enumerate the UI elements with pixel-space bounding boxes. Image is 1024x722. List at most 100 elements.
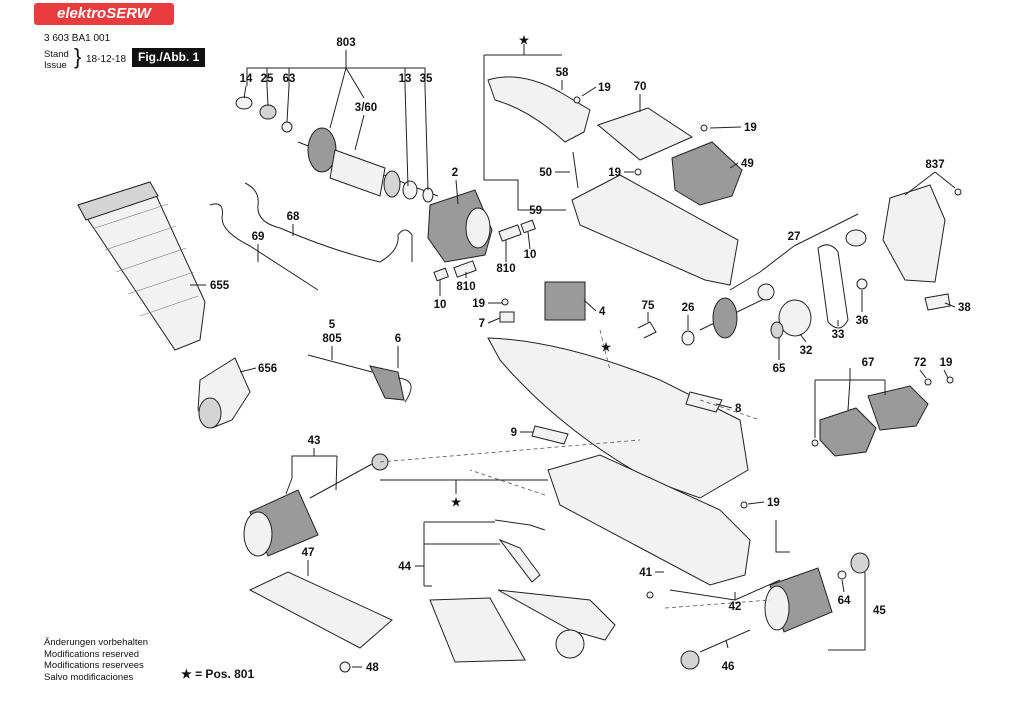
spring-44 bbox=[494, 519, 546, 531]
washer-46 bbox=[680, 650, 700, 670]
callout-655: 655 bbox=[210, 280, 230, 292]
screw-19c bbox=[634, 168, 642, 176]
nose-67-b bbox=[867, 385, 929, 431]
belt-33 bbox=[817, 244, 849, 329]
washer-26 bbox=[757, 283, 775, 301]
callout-2: 2 bbox=[452, 167, 458, 179]
callout-19-e: 19 bbox=[940, 357, 953, 369]
screw-19a bbox=[573, 96, 581, 104]
dust-box-655 bbox=[77, 181, 206, 351]
pulley-32 bbox=[778, 299, 812, 337]
brush-holder-10-lower bbox=[433, 267, 449, 282]
callout-6: 6 bbox=[395, 333, 401, 345]
callout-68: 68 bbox=[287, 211, 300, 223]
callout-46: 46 bbox=[722, 661, 735, 673]
callout-star-mid: ★ bbox=[601, 341, 612, 354]
gear-26 bbox=[712, 297, 738, 339]
callout-35: 35 bbox=[420, 73, 433, 85]
brush-810-lower bbox=[453, 260, 477, 278]
cover-70 bbox=[596, 107, 694, 161]
logo-watermark: elektroSERW bbox=[34, 3, 174, 25]
callout-67: 67 bbox=[862, 357, 875, 369]
callout-45: 45 bbox=[873, 605, 886, 617]
document-number: 3 603 BA1 001 bbox=[44, 33, 111, 44]
stator-2 bbox=[427, 189, 493, 263]
callout-19-a: 19 bbox=[598, 82, 611, 94]
ring-25 bbox=[259, 104, 277, 120]
callout-656: 656 bbox=[258, 363, 277, 375]
spring-75 bbox=[637, 321, 657, 339]
issue-date: 18-12-18 bbox=[86, 54, 127, 65]
callout-64: 64 bbox=[838, 595, 851, 607]
nut-36 bbox=[856, 278, 868, 290]
callout-9: 9 bbox=[511, 427, 517, 439]
screw-837 bbox=[954, 188, 962, 196]
callout-19-f: 19 bbox=[767, 497, 780, 509]
screw-41 bbox=[646, 591, 654, 599]
brush-holder-10-upper bbox=[520, 219, 536, 234]
callout-47: 47 bbox=[302, 547, 315, 559]
pulley-27 bbox=[845, 229, 867, 247]
brace-glyph: } bbox=[74, 44, 82, 69]
screw-19f bbox=[740, 501, 748, 509]
callout-7: 7 bbox=[479, 318, 485, 330]
callout-44: 44 bbox=[398, 561, 411, 573]
callout-19-d: 19 bbox=[472, 298, 485, 310]
callout-33: 33 bbox=[832, 329, 845, 341]
dust-adapter-656 bbox=[197, 357, 251, 429]
callout-49: 49 bbox=[741, 158, 754, 170]
clip-63 bbox=[281, 121, 293, 133]
wheel-44 bbox=[555, 629, 585, 659]
issue-label: Issue bbox=[44, 60, 67, 71]
callout-810-upper: 810 bbox=[496, 263, 515, 275]
stand-issue-label: Stand Issue bbox=[44, 49, 69, 71]
figure-label: Fig./Abb. 1 bbox=[132, 48, 206, 67]
callout-59: 59 bbox=[529, 205, 542, 217]
callout-65: 65 bbox=[773, 363, 786, 375]
screw-19d bbox=[501, 298, 509, 306]
switch-4 bbox=[544, 281, 586, 321]
callout-26: 26 bbox=[682, 302, 695, 314]
plate-8 bbox=[685, 391, 723, 413]
callout-48: 48 bbox=[366, 662, 379, 674]
callout-805: 805 bbox=[322, 333, 342, 345]
callout-10-lower: 10 bbox=[434, 299, 447, 311]
callout-50: 50 bbox=[539, 167, 552, 179]
callout-3-60: 3/60 bbox=[355, 102, 377, 114]
bracket-44 bbox=[497, 589, 616, 641]
callout-19-c: 19 bbox=[608, 167, 621, 179]
parts-artwork bbox=[77, 76, 962, 673]
star-legend: ★ = Pos. 801 bbox=[181, 667, 255, 681]
wire-69 bbox=[209, 203, 319, 291]
callout-36: 36 bbox=[856, 315, 869, 327]
base-frame bbox=[547, 454, 751, 586]
callout-4: 4 bbox=[599, 306, 606, 318]
callout-13: 13 bbox=[399, 73, 412, 85]
callout-10-upper: 10 bbox=[524, 249, 537, 261]
callout-14: 14 bbox=[240, 73, 253, 85]
screw-19e bbox=[946, 376, 954, 384]
brush-810-upper bbox=[498, 224, 522, 242]
bearing-26 bbox=[681, 330, 695, 346]
cable-805 bbox=[307, 354, 412, 403]
housing-59 bbox=[571, 174, 739, 286]
callout-41: 41 bbox=[639, 567, 652, 579]
note-spanish: Salvo modificaciones bbox=[44, 671, 134, 683]
plate-47 bbox=[248, 571, 393, 649]
callout-58: 58 bbox=[556, 67, 569, 79]
callout-5: 5 bbox=[329, 319, 336, 331]
plate-9 bbox=[531, 425, 569, 445]
button-7 bbox=[499, 311, 515, 323]
callout-803: 803 bbox=[336, 37, 355, 49]
callout-19-b: 19 bbox=[744, 122, 757, 134]
callout-63: 63 bbox=[283, 73, 296, 85]
leader-lines bbox=[190, 44, 956, 668]
note-english: Modifications reserved bbox=[44, 648, 140, 660]
roller-45 bbox=[764, 552, 870, 633]
callout-72: 72 bbox=[914, 357, 927, 369]
screw-72 bbox=[924, 378, 932, 386]
screw-48 bbox=[339, 661, 351, 673]
screw-67 bbox=[811, 439, 819, 447]
washer-65 bbox=[770, 321, 784, 339]
